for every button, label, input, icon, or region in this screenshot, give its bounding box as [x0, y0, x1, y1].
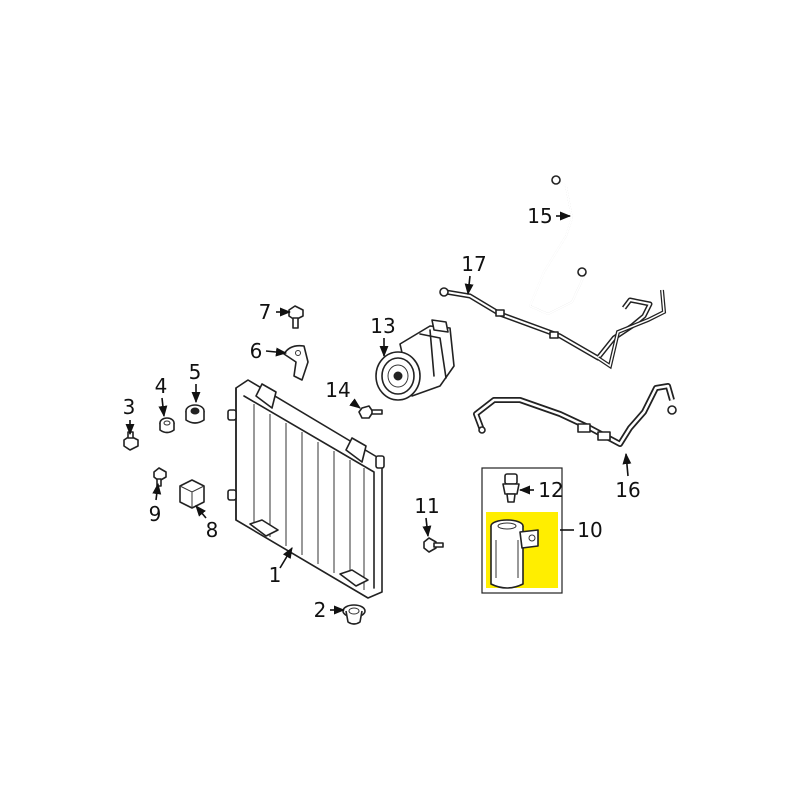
- bolt-part-9[interactable]: [153, 467, 167, 487]
- bolt-part-7[interactable]: [288, 305, 304, 329]
- pressure-switch-part-12[interactable]: [502, 473, 520, 503]
- insulator-part-8[interactable]: [179, 479, 205, 509]
- discharge-line-part-17[interactable]: [439, 287, 667, 370]
- callout-4: 4: [155, 374, 168, 398]
- compressor-part-13[interactable]: [375, 319, 455, 401]
- callout-6: 6: [250, 339, 263, 363]
- callout-14: 14: [325, 378, 350, 402]
- callout-17: 17: [461, 252, 486, 276]
- callout-1: 1: [269, 563, 282, 587]
- condenser-part-1[interactable]: [227, 379, 385, 599]
- bushing-part-2[interactable]: [342, 604, 366, 625]
- bolt-part-3[interactable]: [123, 431, 139, 451]
- receiver-drier-part-10[interactable]: [481, 467, 563, 594]
- callout-7: 7: [259, 300, 272, 324]
- callout-9: 9: [149, 502, 162, 526]
- liquid-line-part-16[interactable]: [473, 383, 677, 447]
- suction-hose-part-15[interactable]: [528, 175, 587, 316]
- bolt-part-14[interactable]: [358, 405, 383, 419]
- callout-10: 10: [577, 518, 602, 542]
- callout-8: 8: [206, 518, 219, 542]
- bracket-part-6[interactable]: [283, 344, 309, 381]
- callout-labels: 1 2 3 4 5 6 7 8 9 10 11 12 13 14 15 16 1…: [123, 204, 641, 622]
- callout-5: 5: [189, 360, 202, 384]
- callout-3: 3: [123, 395, 136, 419]
- grommet-part-4[interactable]: [159, 417, 175, 434]
- callout-15: 15: [527, 204, 552, 228]
- bolt-part-11[interactable]: [423, 537, 444, 553]
- callout-13: 13: [370, 314, 395, 338]
- callout-2: 2: [314, 598, 327, 622]
- leader-lines: [125, 211, 632, 615]
- cushion-part-5[interactable]: [185, 404, 205, 424]
- callout-16: 16: [615, 478, 640, 502]
- callout-11: 11: [414, 494, 439, 518]
- callout-12: 12: [538, 478, 563, 502]
